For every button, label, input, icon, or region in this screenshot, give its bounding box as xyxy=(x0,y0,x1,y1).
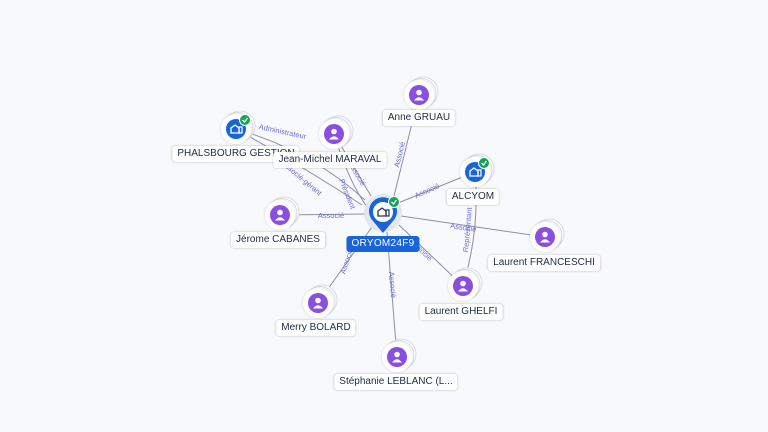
node-label-maraval[interactable]: Jean-Michel MARAVAL xyxy=(273,152,387,168)
node-label-bolard[interactable]: Merry BOLARD xyxy=(276,320,356,336)
node-gruau[interactable] xyxy=(404,76,439,110)
node-label-alcyom[interactable]: ALCYOM xyxy=(446,189,500,205)
company-icon xyxy=(377,207,387,217)
edge-label: Associé xyxy=(387,271,398,298)
nodes-layer xyxy=(221,76,565,372)
node-leblanc[interactable] xyxy=(382,338,417,372)
verified-check-icon xyxy=(388,196,400,208)
node-franceschi[interactable] xyxy=(530,218,565,252)
edge-line xyxy=(400,215,546,238)
edge-label: Associé xyxy=(413,181,441,200)
edge-label: Président xyxy=(337,178,358,212)
node-label-leblanc[interactable]: Stéphanie LEBLANC (L... xyxy=(334,374,458,390)
edge-line xyxy=(386,231,398,358)
center-node-label[interactable]: ORYOM24F9 xyxy=(346,236,420,252)
node-phalsbourg[interactable] xyxy=(221,110,256,144)
edge-label: Associé xyxy=(318,211,344,220)
node-label-franceschi[interactable]: Laurent FRANCESCHI xyxy=(488,255,600,271)
node-alcyom[interactable] xyxy=(460,153,495,187)
node-bolard[interactable] xyxy=(303,284,338,318)
node-label-gruau[interactable]: Anne GRUAU xyxy=(382,110,456,126)
verified-check-icon xyxy=(478,157,490,169)
edge-label: Représentant xyxy=(461,206,474,253)
edge-label: Associé xyxy=(392,141,407,169)
verified-check-icon xyxy=(239,114,251,126)
edge-label: Associé xyxy=(450,221,477,234)
node-label-phalsbourg[interactable]: PHALSBOURG GESTION xyxy=(172,146,300,162)
node-ghelfi[interactable] xyxy=(448,267,483,301)
node-label-ghelfi[interactable]: Laurent GHELFI xyxy=(419,304,503,320)
center-node[interactable] xyxy=(364,194,402,233)
node-label-cabanes[interactable]: Jérome CABANES xyxy=(231,232,325,248)
node-maraval[interactable] xyxy=(319,115,354,149)
node-cabanes[interactable] xyxy=(265,196,300,230)
